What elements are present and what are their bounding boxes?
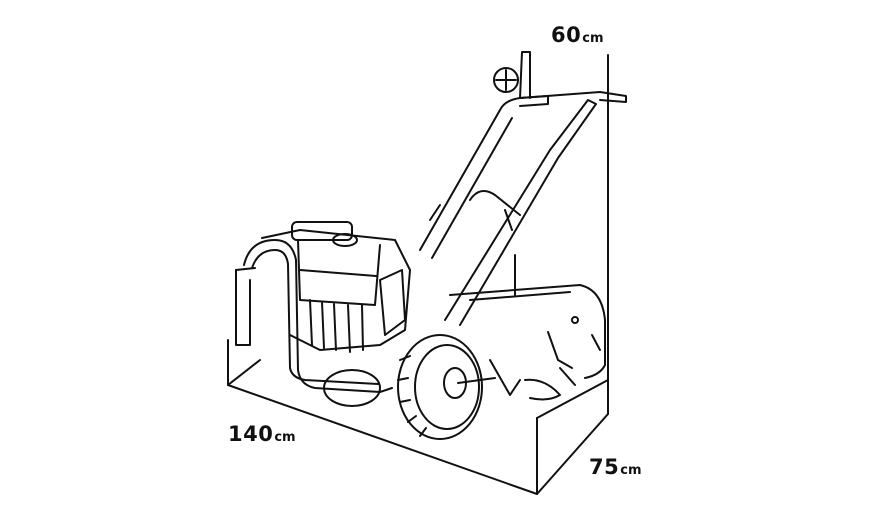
drive-wheel [397, 334, 496, 440]
height-dimension-label: 60cm [551, 25, 604, 46]
handlebars [419, 51, 627, 326]
engine [261, 221, 411, 407]
bounding-box [227, 54, 609, 495]
tine-hood [449, 284, 606, 401]
width-dimension-label: 75cm [589, 457, 642, 478]
width-value: 75 [589, 455, 620, 479]
length-dimension-label: 140cm [228, 424, 296, 445]
front-bumper [235, 239, 393, 393]
height-unit: cm [582, 31, 604, 46]
width-unit: cm [620, 463, 642, 478]
length-unit: cm [274, 430, 296, 445]
length-value: 140 [228, 422, 274, 446]
height-value: 60 [551, 23, 582, 47]
